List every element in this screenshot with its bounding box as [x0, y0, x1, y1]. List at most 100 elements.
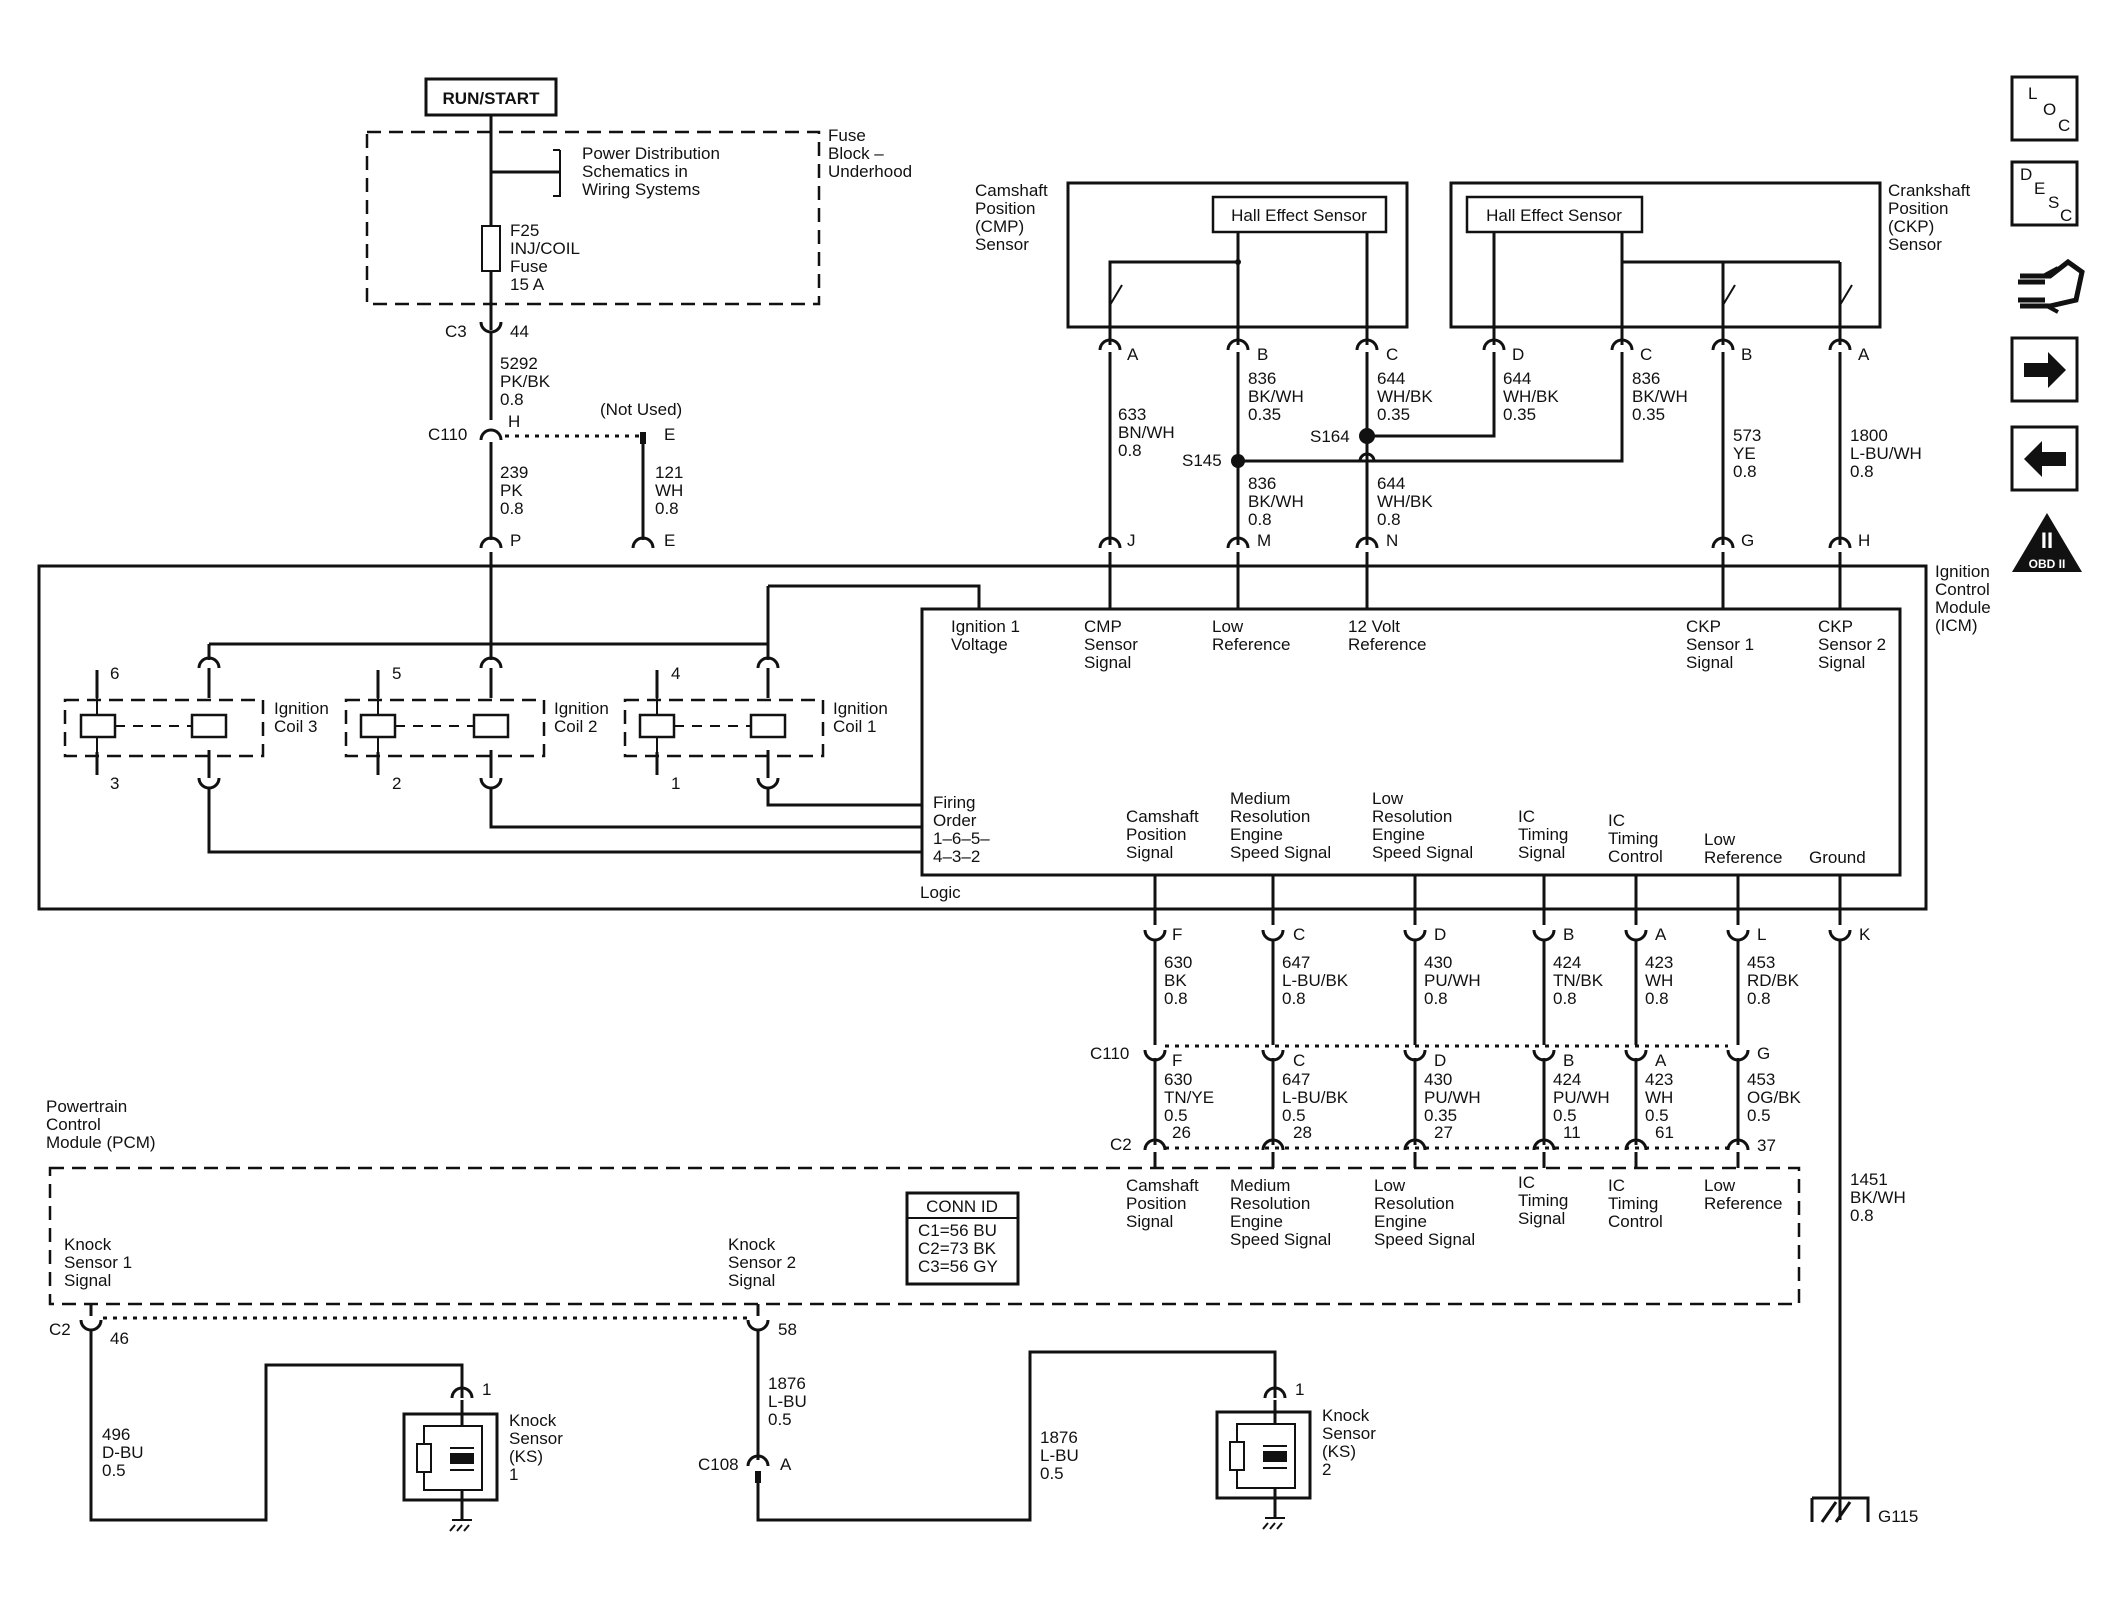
coil3-primary: [190, 713, 228, 739]
icm-pin-j: J: [1127, 531, 1136, 550]
coil2-bottom-num: 2: [392, 774, 401, 793]
s164-crossover: [1358, 452, 1376, 462]
c110-top-pin-e: E: [664, 425, 675, 444]
splice-s145: [1231, 454, 1245, 468]
ks2-ground-icon: [1262, 1517, 1285, 1530]
wire-644a-label: 644 WH/BK 0.35: [1377, 369, 1437, 424]
icm-ign1-label: Ignition 1 Voltage: [951, 617, 1025, 654]
s145-label: S145: [1182, 451, 1222, 470]
fuse-f25-label: F25 INJ/COIL Fuse 15 A: [510, 221, 584, 294]
conn-id-title: CONN ID: [926, 1197, 998, 1216]
coil3-frame: [63, 698, 265, 758]
svg-text:S: S: [2048, 193, 2059, 212]
svg-text:A: A: [1655, 1051, 1667, 1070]
svg-text:26: 26: [1172, 1123, 1191, 1142]
fuse-feed-wire: [489, 115, 560, 330]
coil1-label: Ignition Coil 1: [833, 699, 893, 736]
coil2-primary: [472, 713, 510, 739]
svg-text:E: E: [2034, 179, 2045, 198]
wire-496-label: 496 D-BU 0.5: [102, 1425, 148, 1480]
firing-order-label: Firing Order 1–6–5– 4–3–2: [933, 793, 994, 866]
c2-pcm-connector: [1143, 1138, 1750, 1151]
wire-573-label: 573 YE 0.8: [1733, 426, 1766, 481]
icm-output-stubs: [1153, 875, 1842, 925]
ckp-hall-sensor-box: [1465, 195, 1644, 234]
svg-text:II: II: [2041, 528, 2053, 553]
c2-pcm-label: C2: [1110, 1135, 1132, 1154]
run-start-label: RUN/START: [443, 89, 541, 108]
c2-pin-numbers: 26 28 27 11 61 37: [1172, 1123, 1776, 1155]
ckp-sensor-label: Crankshaft Position (CKP) Sensor: [1888, 181, 1975, 254]
icm-pin-d-bottom: D: [1434, 925, 1446, 944]
coil2-top-num: 5: [392, 664, 401, 683]
next-arrow-icon[interactable]: [2010, 336, 2079, 403]
icm-out-icc-label: IC Timing Control: [1608, 811, 1663, 866]
conn-id-rows: C1=56 BU C2=73 BK C3=56 GY: [918, 1221, 1002, 1276]
coil2-frame: [344, 698, 546, 758]
wire-5292-label: 5292 PK/BK 0.8: [500, 354, 555, 409]
ckp-internal-wires: [1492, 232, 1842, 345]
icm-out-ict-label: IC Timing Signal: [1518, 807, 1573, 862]
ks-c2-label: C2: [49, 1320, 71, 1339]
icm-top-pins-sensors: [1098, 536, 1852, 549]
connector-icon[interactable]: [2018, 258, 2085, 314]
icm-top-pins-pe: [479, 536, 655, 549]
ckp-pin-b: B: [1741, 345, 1752, 364]
wire-836a-label: 836 BK/WH 0.35: [1248, 369, 1308, 424]
icm-pin-h: H: [1858, 531, 1870, 550]
icm-12v-label: 12 Volt Reference: [1348, 617, 1426, 654]
icm-outline: [37, 564, 1928, 911]
obd-ii-icon[interactable]: II OBD II: [2012, 513, 2082, 572]
wire-1451-label: 1451 BK/WH 0.8: [1850, 1170, 1910, 1225]
coil3-bottom-num: 3: [110, 774, 119, 793]
c108-label: C108: [698, 1455, 739, 1474]
cmp-pins: [1098, 338, 1379, 351]
pcm-outline: [48, 1166, 1801, 1306]
icm-pin-b-bottom: B: [1563, 925, 1574, 944]
svg-text:G: G: [1757, 1044, 1770, 1063]
desc-icon[interactable]: D E S C: [2010, 160, 2079, 227]
cmp-hall-label: Hall Effect Sensor: [1231, 206, 1367, 225]
ckp-pin-a: A: [1858, 345, 1870, 364]
c108-connector: [746, 1454, 770, 1467]
icm-label: Ignition Control Module (ICM): [1935, 562, 1996, 635]
wire-644b-label: 644 WH/BK 0.35: [1503, 369, 1563, 424]
ks-pin-46: 46: [110, 1329, 129, 1348]
logic-label: Logic: [920, 883, 961, 902]
cmp-hall-sensor-box: [1211, 195, 1388, 234]
ckp-switches: [1722, 284, 1853, 306]
ks1-box: [402, 1412, 499, 1502]
c108-pin-symbol: [755, 1471, 761, 1483]
ks-pin-58: 58: [778, 1320, 797, 1339]
ks1-label: Knock Sensor (KS) 1: [509, 1411, 568, 1484]
coil-primary-leads: [207, 668, 770, 778]
cmp-sensor-label: Camshaft Position (CMP) Sensor: [975, 181, 1052, 254]
loc-icon[interactable]: L O C: [2010, 75, 2079, 142]
c3-pin: 44: [510, 322, 529, 341]
back-arrow-icon[interactable]: [2010, 425, 2079, 492]
wire-1800-label: 1800 L-BU/WH 0.8: [1850, 426, 1927, 481]
sensor-harness-wires: [1108, 352, 1842, 545]
power-dist-label: Power Distribution Schematics in Wiring …: [582, 144, 725, 199]
icm-pin-e: E: [664, 531, 675, 550]
wire-121-label: 121 WH 0.8: [655, 463, 688, 518]
ckp-pins: [1482, 338, 1852, 351]
c3-label: C3: [445, 322, 467, 341]
svg-text:F: F: [1172, 1051, 1182, 1070]
svg-text:C: C: [1293, 1051, 1305, 1070]
coil-top-connectors: [197, 656, 780, 669]
wire-239-label: 239 PK 0.8: [500, 463, 533, 518]
ks-c2-connector: [79, 1319, 770, 1332]
